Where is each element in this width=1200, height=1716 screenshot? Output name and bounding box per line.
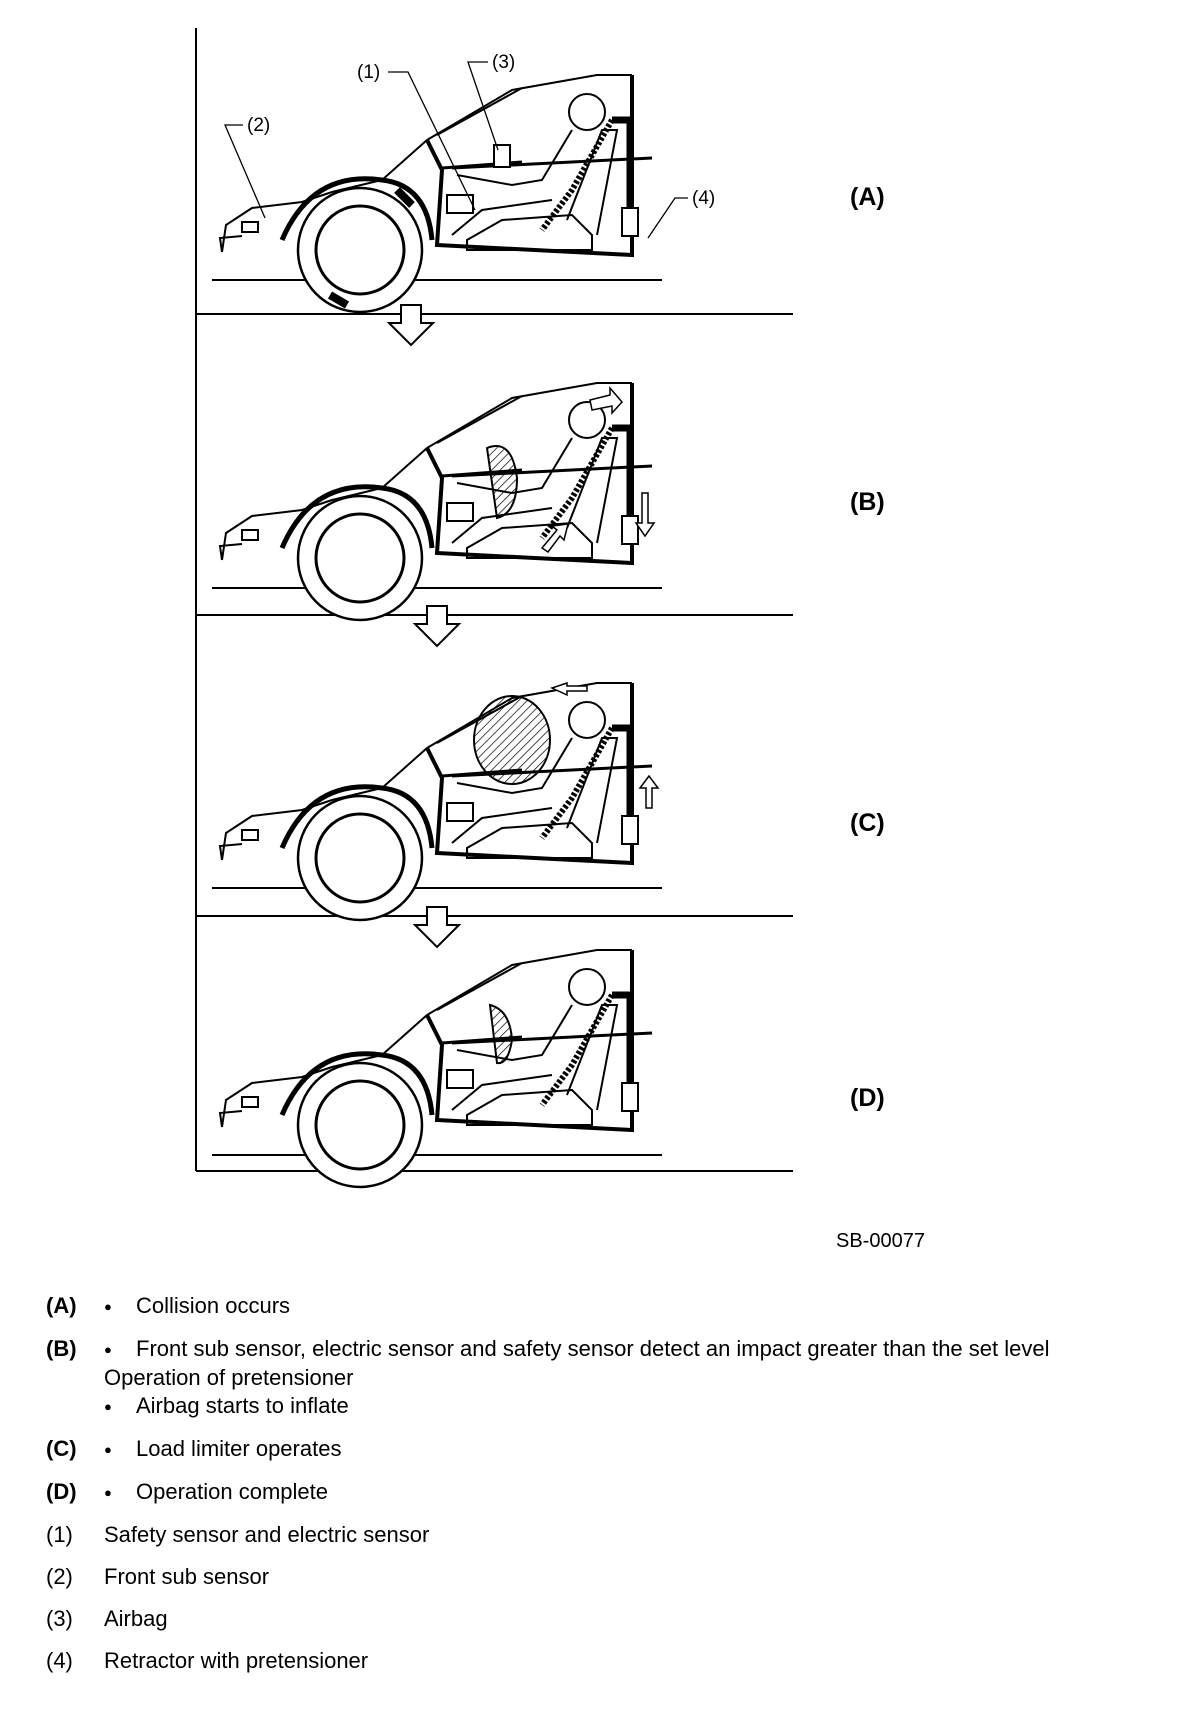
- callout-2-label: (2): [247, 115, 270, 136]
- legend-row-part-2: (2) Front sub sensor: [46, 1563, 1176, 1591]
- sequence-arrow-b-c: [412, 605, 462, 648]
- stage-label-a: (A): [850, 183, 885, 211]
- legend-b-item-1: Front sub sensor, electric sensor and sa…: [104, 1335, 1176, 1364]
- legend: (A) Collision occurs (B) Front sub senso…: [46, 1292, 1176, 1689]
- legend-key-part-2: (2): [46, 1564, 73, 1589]
- legend-key-a: (A): [46, 1293, 77, 1318]
- stage-label-b: (B): [850, 488, 885, 516]
- sequence-arrow-a-b: [386, 304, 436, 347]
- panel-b-car-scene: [212, 383, 662, 620]
- legend-key-part-4: (4): [46, 1648, 73, 1673]
- legend-key-c: (C): [46, 1436, 77, 1461]
- legend-key-b: (B): [46, 1336, 77, 1361]
- legend-row-d: (D) Operation complete: [46, 1478, 1176, 1507]
- legend-d-item: Operation complete: [104, 1478, 1176, 1507]
- stage-label-c: (C): [850, 809, 885, 837]
- callout-3-label: (3): [492, 52, 515, 73]
- sequence-arrow-c-d: [412, 906, 462, 949]
- panel-d-car-scene: [212, 950, 662, 1187]
- legend-part-4-label: Retractor with pretensioner: [104, 1648, 369, 1673]
- legend-b-item-2: Airbag starts to inflate: [104, 1392, 1176, 1421]
- figure-id: SB-00077: [836, 1230, 925, 1252]
- legend-b-continuation: Operation of pretensioner: [104, 1365, 354, 1390]
- legend-a-item: Collision occurs: [104, 1292, 1176, 1321]
- legend-part-3-label: Airbag: [104, 1606, 168, 1631]
- panel-a-car-scene: [212, 75, 662, 312]
- legend-row-part-4: (4) Retractor with pretensioner: [46, 1647, 1176, 1675]
- legend-part-1-label: Safety sensor and electric sensor: [104, 1522, 430, 1547]
- legend-row-a: (A) Collision occurs: [46, 1292, 1176, 1321]
- legend-row-part-1: (1) Safety sensor and electric sensor: [46, 1521, 1176, 1549]
- airbag-operation-diagram: (1) (3) (2) (4) (A) (B) (C) (D): [195, 28, 925, 1252]
- legend-c-item: Load limiter operates: [104, 1435, 1176, 1464]
- stage-label-d: (D): [850, 1084, 885, 1112]
- legend-key-part-3: (3): [46, 1606, 73, 1631]
- callout-1-label: (1): [357, 62, 380, 83]
- legend-row-part-3: (3) Airbag: [46, 1605, 1176, 1633]
- legend-key-d: (D): [46, 1479, 77, 1504]
- legend-part-2-label: Front sub sensor: [104, 1564, 270, 1589]
- legend-key-part-1: (1): [46, 1522, 73, 1547]
- part-callouts: (1) (3) (2) (4): [224, 52, 715, 239]
- panel-c-car-scene: [212, 683, 662, 920]
- callout-4-label: (4): [692, 188, 715, 209]
- legend-row-b: (B) Front sub sensor, electric sensor an…: [46, 1335, 1176, 1421]
- legend-row-c: (C) Load limiter operates: [46, 1435, 1176, 1464]
